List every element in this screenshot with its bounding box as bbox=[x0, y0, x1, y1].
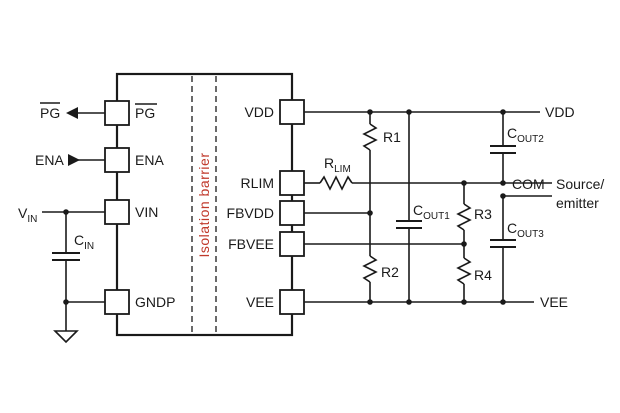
capacitor-cout1: COUT1 bbox=[396, 112, 450, 302]
r3-label: R3 bbox=[474, 206, 492, 222]
pin-vin-label: VIN bbox=[135, 204, 158, 220]
cout3-label: COUT3 bbox=[507, 220, 544, 240]
isolation-barrier-label: Isolation barrier bbox=[196, 153, 212, 258]
fbvee-wire bbox=[304, 241, 467, 247]
resistor-rlim: RLIM bbox=[304, 155, 503, 191]
r2-label: R2 bbox=[381, 264, 399, 280]
r4-label: R4 bbox=[474, 267, 492, 283]
cout1-label: COUT1 bbox=[413, 202, 450, 222]
pg-net-label: PG bbox=[40, 105, 60, 121]
gndp-net bbox=[53, 299, 105, 344]
pin-gndp: GNDP bbox=[104, 289, 175, 315]
pin-fbvdd: FBVDD bbox=[227, 200, 305, 226]
source-emitter-label-1: Source/ bbox=[556, 176, 604, 192]
resistor-r3: R3 bbox=[456, 183, 492, 244]
vee-net-label: VEE bbox=[540, 294, 568, 310]
pin-fbvee-label: FBVEE bbox=[228, 236, 274, 252]
com-net: COM Source/ emitter bbox=[461, 176, 604, 211]
pin-vee: VEE bbox=[246, 289, 305, 315]
ena-input: ENA bbox=[35, 152, 105, 168]
vin-net-label: VIN bbox=[18, 205, 37, 225]
capacitor-cout2: COUT2 bbox=[490, 112, 544, 183]
source-emitter-label-2: emitter bbox=[556, 195, 599, 211]
resistor-r4: R4 bbox=[456, 244, 492, 302]
rlim-label: RLIM bbox=[324, 155, 351, 175]
vin-net: VIN bbox=[18, 205, 105, 225]
pin-pg-label: PG bbox=[135, 105, 155, 121]
r1-label: R1 bbox=[383, 129, 401, 145]
pg-arrow-icon bbox=[66, 107, 78, 119]
pin-rlim-label: RLIM bbox=[241, 175, 274, 191]
pin-fbvdd-label: FBVDD bbox=[227, 205, 274, 221]
cout2-label: COUT2 bbox=[507, 125, 544, 145]
resistor-r2: R2 bbox=[362, 213, 399, 302]
ena-net-label: ENA bbox=[35, 152, 64, 168]
resistor-r1: R1 bbox=[362, 112, 401, 213]
pin-rlim: RLIM bbox=[241, 170, 305, 196]
pin-ena: ENA bbox=[104, 147, 164, 173]
pin-vdd: VDD bbox=[244, 99, 305, 125]
pin-vee-label: VEE bbox=[246, 294, 274, 310]
ic-body bbox=[115, 72, 294, 337]
capacitor-cout3: COUT3 bbox=[490, 196, 544, 302]
pg-output: PG bbox=[40, 102, 105, 121]
vdd-rail: VDD bbox=[304, 104, 575, 120]
cin-capacitor: CIN bbox=[52, 212, 94, 302]
pin-vdd-label: VDD bbox=[244, 104, 274, 120]
pin-ena-label: ENA bbox=[135, 152, 164, 168]
vee-rail: VEE bbox=[304, 294, 568, 310]
vdd-net-label: VDD bbox=[545, 104, 575, 120]
pin-pg: PG bbox=[104, 100, 157, 126]
com-net-label: COM bbox=[512, 176, 545, 192]
cin-label: CIN bbox=[74, 232, 94, 252]
fbvdd-wire bbox=[304, 210, 373, 216]
ena-arrow-icon bbox=[68, 154, 80, 166]
pin-gndp-label: GNDP bbox=[135, 294, 175, 310]
ground-icon bbox=[53, 330, 79, 344]
